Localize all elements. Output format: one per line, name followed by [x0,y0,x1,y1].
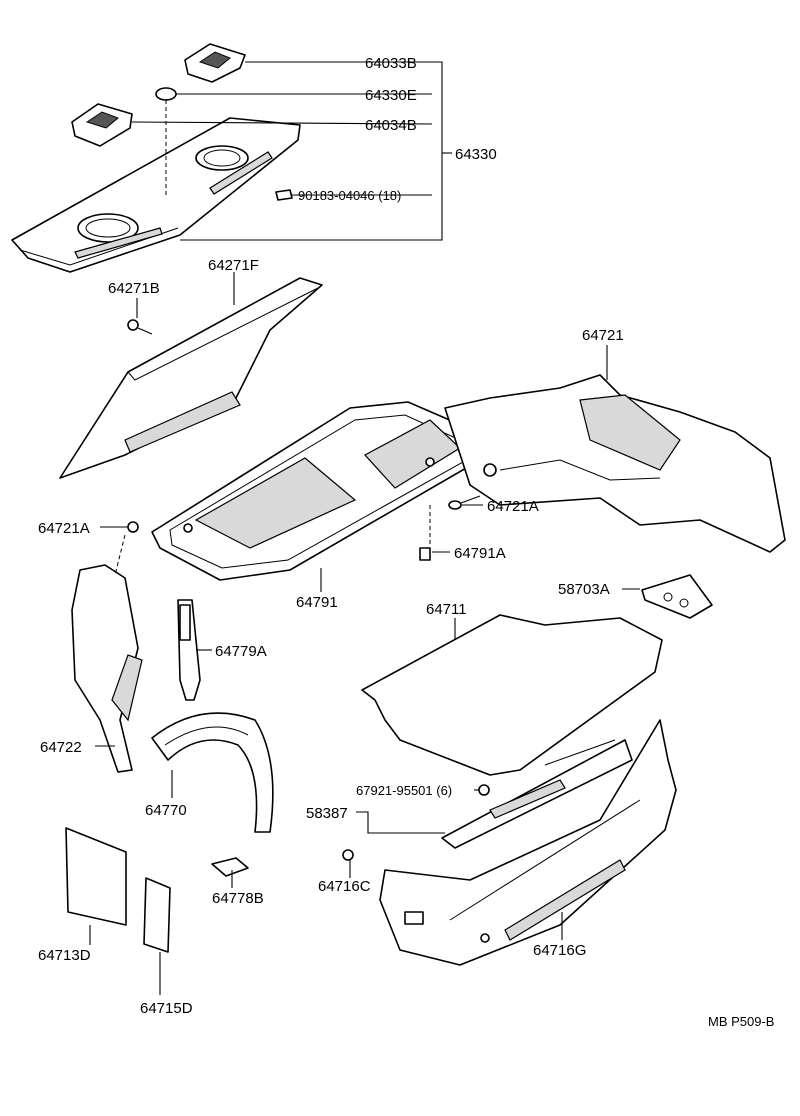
speaker-grille-lower [71,103,133,147]
label-64721A-left: 64721A [38,520,90,537]
package-tray [11,117,301,273]
trunk-side-trim-right [444,374,786,553]
label-64271B: 64271B [108,280,160,297]
label-64722: 64722 [40,739,82,756]
label-64711: 64711 [426,601,467,618]
label-64713D: 64713D [38,947,91,964]
label-64778B: 64778B [212,890,264,907]
label-64716C: 64716C [318,878,371,895]
back-trim [379,719,677,966]
left-side-trim [71,564,143,773]
speaker-grille-upper [184,43,246,83]
label-64716G: 64716G [533,942,586,959]
clip-67921 [478,784,490,796]
label-64791A: 64791A [454,545,506,562]
label-64034B: 64034B [365,117,417,134]
label-64715D: 64715D [140,1000,193,1017]
label-90183: 90183-04046 (18) [298,188,401,203]
label-64721: 64721 [582,327,624,344]
pad-64713D [65,827,127,926]
screw-64716C [342,849,354,861]
clip-64721A-right [448,495,481,510]
tray-clip [275,189,293,201]
pad-64715D [143,877,171,953]
label-64330: 64330 [455,146,497,163]
label-67921: 67921-95501 (6) [356,783,452,798]
label-64791: 64791 [296,594,338,611]
rear-panel-trim [59,277,323,479]
clip-64721A-left [114,521,139,576]
sill-plate [441,739,633,849]
bracket-64779A [177,599,201,701]
leader-lines [89,61,640,995]
pad-64778B [211,857,249,877]
label-64779A: 64779A [215,643,267,660]
trunk-mat [361,614,663,776]
footer-ref: MB P509-B [708,1014,774,1029]
label-64271F: 64271F [208,257,259,274]
wheel-house-cover [151,712,274,833]
label-64330E: 64330E [365,87,417,104]
label-58703A: 58703A [558,581,610,598]
pad-58703A [641,574,713,619]
label-64770: 64770 [145,802,187,819]
tray-grommet [155,87,177,195]
trim-screw-64271B [127,319,153,335]
label-64721A-right: 64721A [487,498,539,515]
label-58387: 58387 [306,805,348,822]
label-64033B: 64033B [365,55,417,72]
clip-64791A [419,547,431,561]
